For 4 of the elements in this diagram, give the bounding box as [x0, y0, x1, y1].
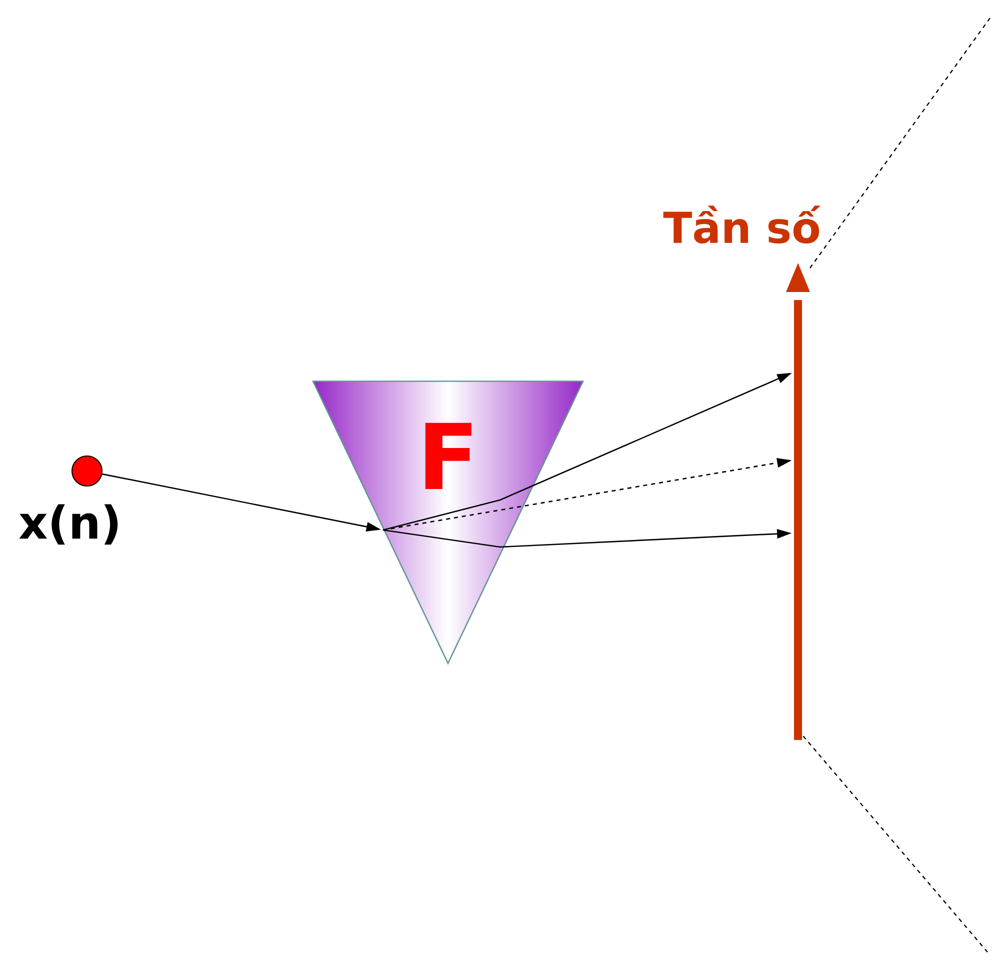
node-label: x(n)	[19, 504, 118, 545]
node-label: Tần số	[663, 206, 821, 244]
frequency-axis: Tần số	[663, 206, 821, 740]
dot	[19, 455, 118, 545]
